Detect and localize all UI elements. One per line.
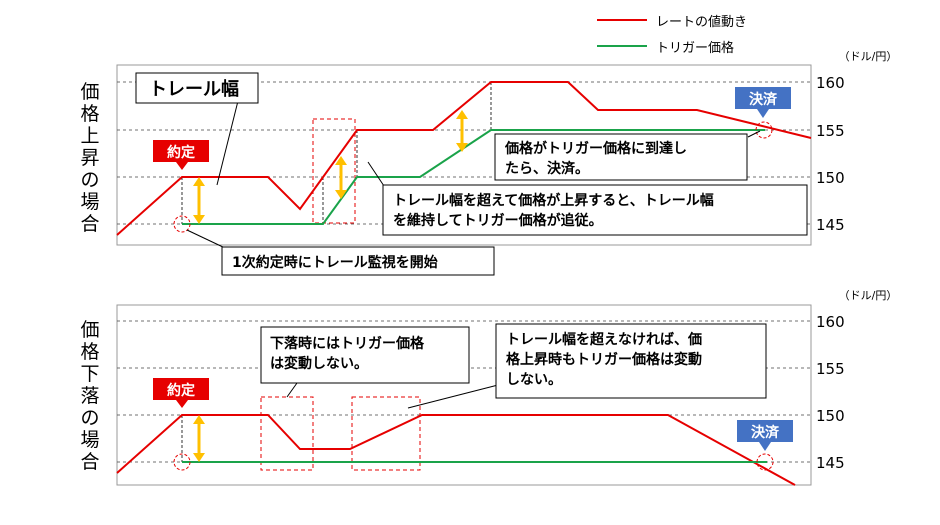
callout-fall-text-2: は変動しない。 <box>270 355 368 372</box>
y-tick-155: 155 <box>816 360 845 378</box>
unit-label: （ドル/円） <box>839 50 898 63</box>
callout-leader <box>367 161 385 187</box>
exit-tag <box>737 420 793 442</box>
entry-tag-label: 約定 <box>167 382 195 399</box>
unit-label: （ドル/円） <box>839 289 898 302</box>
entry-tag-label: 約定 <box>167 144 195 161</box>
side-char: 格 <box>80 341 99 363</box>
callout-reach-text-2: たら、決済。 <box>505 160 589 177</box>
side-char: 価 <box>80 319 99 341</box>
side-char: 場 <box>80 191 99 213</box>
panel-rise: （ドル/円） 160 155 150 145 価 格 上 昇 の 場 合 <box>80 50 898 276</box>
start-circle <box>173 453 191 471</box>
y-tick-150: 150 <box>816 407 845 425</box>
legend-rate-label: レートの値動き <box>656 14 747 30</box>
exit-tag-label: 決済 <box>749 91 778 108</box>
entry-tag <box>153 378 209 400</box>
callout-leader <box>747 130 761 138</box>
callout-fall-text-1: 下落時にはトリガー価格 <box>270 335 425 352</box>
side-char: の <box>80 169 99 191</box>
callout-follow-text-2: を維持してトリガー価格が追従。 <box>393 212 603 229</box>
y-tick-145: 145 <box>816 454 845 472</box>
highlight-box <box>260 396 314 471</box>
side-char: 場 <box>80 429 99 451</box>
exit-tag-label: 決済 <box>751 424 780 441</box>
callout-reach-text-1: 価格がトリガー価格に到達し <box>504 140 687 157</box>
callout-leader <box>407 384 499 409</box>
side-char: 上 <box>80 125 99 147</box>
exit-tag <box>735 87 791 109</box>
trail-width-arrows <box>193 110 468 224</box>
exit-circle <box>756 453 774 471</box>
y-tick-160: 160 <box>816 313 845 331</box>
entry-tag-pointer <box>176 162 188 170</box>
exit-tag-pointer <box>757 109 769 118</box>
callout-start-monitor <box>221 246 495 276</box>
legend-trigger-label: トリガー価格 <box>656 40 734 56</box>
side-char: 昇 <box>80 147 99 169</box>
side-label-rise: 価 格 上 昇 の 場 合 <box>80 81 99 235</box>
callout-leader <box>286 382 298 398</box>
side-char: の <box>80 407 99 429</box>
callout-start-monitor-text: 1次約定時にトレール監視を開始 <box>232 254 438 271</box>
trail-width-arrows <box>193 415 205 462</box>
highlight-box <box>312 118 356 224</box>
side-char: 合 <box>80 213 99 235</box>
legend: レートの値動き トリガー価格 <box>597 14 747 56</box>
side-char: 落 <box>80 385 99 407</box>
side-label-fall: 価 格 下 落 の 場 合 <box>80 319 99 473</box>
trigger-line <box>182 129 765 225</box>
side-char: 下 <box>80 363 99 385</box>
callout-follow-text-1: トレール幅を超えて価格が上昇すると、トレール幅 <box>393 192 714 209</box>
plot-frame <box>116 64 812 246</box>
entry-tag <box>153 140 209 162</box>
y-tick-160: 160 <box>816 74 845 92</box>
callout-trail-width-text: トレール幅 <box>149 78 239 100</box>
y-tick-155: 155 <box>816 122 845 140</box>
panel-fall: （ドル/円） 160 155 150 145 価 格 下 落 の 場 合 <box>80 289 898 486</box>
y-tick-145: 145 <box>816 216 845 234</box>
exit-tag-pointer <box>759 442 771 451</box>
callout-nochange <box>495 323 767 399</box>
callout-reach <box>494 133 748 181</box>
callout-nochange-text-3: しない。 <box>506 372 562 388</box>
exit-circle <box>755 121 773 139</box>
plot-frame <box>116 304 812 486</box>
entry-tag-pointer <box>176 400 188 408</box>
callout-nochange-text-2: 格上昇時もトリガー価格は変動 <box>506 351 702 368</box>
rate-line <box>116 414 796 486</box>
side-char: 格 <box>80 103 99 125</box>
callout-nochange-text-1: トレール幅を超えなければ、価 <box>506 331 702 348</box>
y-tick-150: 150 <box>816 169 845 187</box>
callout-leader <box>216 100 239 186</box>
callout-fall <box>260 326 470 384</box>
side-char: 合 <box>80 451 99 473</box>
start-circle <box>173 215 191 233</box>
callout-trail-width <box>135 72 259 104</box>
callout-leader <box>186 229 226 249</box>
highlight-box <box>351 396 421 471</box>
rate-line <box>116 81 812 236</box>
side-char: 価 <box>80 81 99 103</box>
callout-follow <box>382 184 808 236</box>
